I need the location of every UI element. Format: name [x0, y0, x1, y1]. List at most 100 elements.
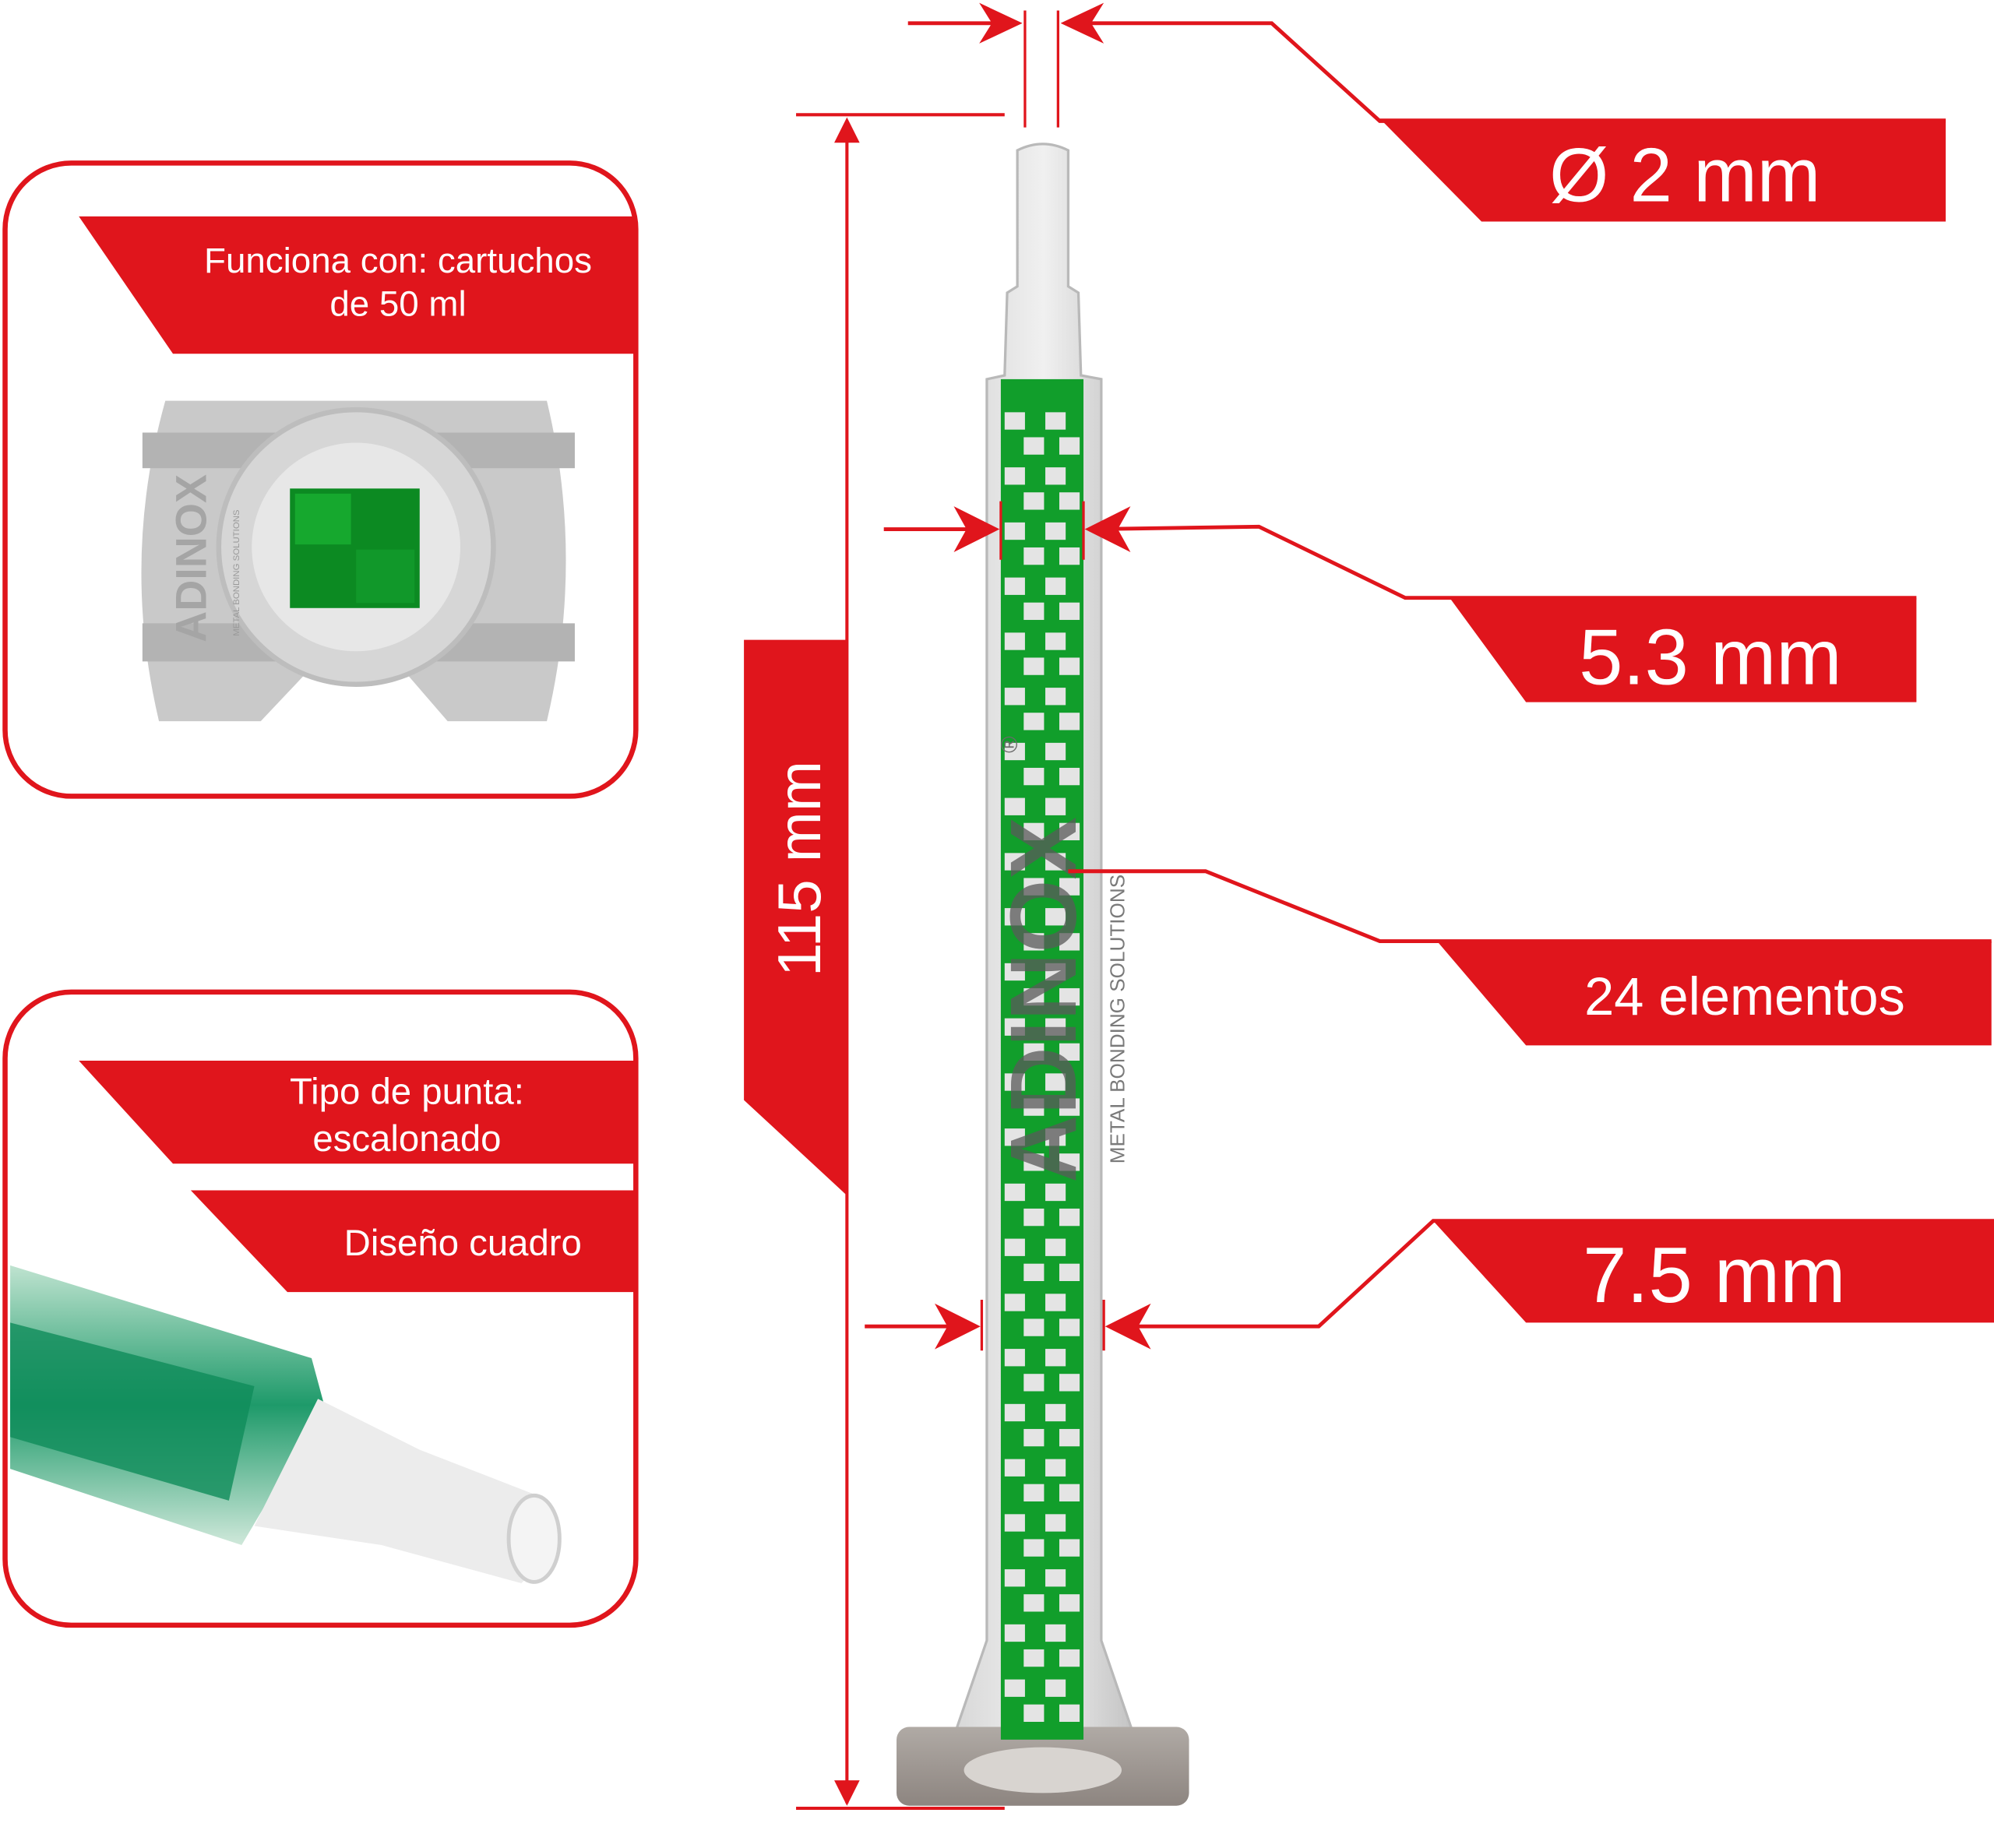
mixer-element-blade — [1045, 1403, 1066, 1422]
mixer-element-blade — [1045, 577, 1066, 595]
mixer-element-blade — [1059, 713, 1080, 730]
mixer-element-blade — [1023, 1318, 1045, 1336]
mixer-element-blade — [1023, 1208, 1045, 1227]
cartridge-label-line2: de 50 ml — [329, 283, 466, 323]
mixer-element-blade — [1004, 908, 1025, 926]
mixer-element-blade — [1023, 767, 1045, 786]
mixer-element-blade — [1059, 1374, 1080, 1392]
mixer-element-blade — [1059, 1098, 1080, 1116]
mixer-element-blade — [1045, 1624, 1066, 1642]
mixer-registered: ® — [997, 736, 1023, 753]
mixer-element-blade — [1045, 1679, 1066, 1697]
mixer-element-blade — [1059, 1318, 1080, 1336]
design-label: Diseño cuadro — [344, 1223, 582, 1264]
tip-diameter-label: Ø 2 mm — [1549, 132, 1820, 217]
mixer-element-blade — [1059, 602, 1080, 621]
mixer-element-blade — [1023, 1539, 1045, 1557]
elements-banner — [1436, 941, 1992, 1046]
tip-type-line2: escalonado — [312, 1118, 501, 1160]
tip-type-line1: Tipo de punta: — [290, 1072, 524, 1113]
mixer-element-blade — [1004, 1349, 1025, 1367]
mixer-element-blade — [1059, 657, 1080, 675]
mixer-element-blade — [1023, 822, 1045, 841]
mixer-element-blade — [1045, 1073, 1066, 1091]
length-label: 115 mm — [765, 761, 833, 977]
mixer-element-blade — [1023, 547, 1045, 565]
mixer-element-blade — [1045, 1349, 1066, 1367]
mixer-element-blade — [1059, 1649, 1080, 1667]
mixer-element-blade — [1059, 767, 1080, 786]
nozzle-tip-photo — [10, 1265, 562, 1584]
mixer-element-blade — [1045, 688, 1066, 706]
mixer-element-blade — [1023, 1649, 1045, 1667]
mixer-element-blade — [1023, 1098, 1045, 1116]
inner-width-callout: 5.3 mm — [883, 501, 1917, 702]
mixer-element-blade — [1059, 492, 1080, 510]
mixer-element-blade — [1059, 822, 1080, 841]
mixer-element-blade — [1045, 1238, 1066, 1256]
mixer-element-blade — [1045, 742, 1066, 761]
mixer-element-blade — [1045, 632, 1066, 650]
tip-panel: Tipo de punta: escalonado Diseño cuadro — [2, 989, 639, 1628]
inner-width-label: 5.3 mm — [1579, 614, 1841, 702]
mixer-element-blade — [1004, 412, 1025, 430]
mixer-element-blade — [1059, 1208, 1080, 1227]
mixer-element-blade — [1023, 713, 1045, 730]
outer-width-callout: 7.5 mm — [865, 1219, 1994, 1351]
mixer-element-blade — [1059, 1539, 1080, 1557]
mixer-element-blade — [1023, 1428, 1045, 1447]
mixer-elements — [1004, 412, 1080, 1722]
inner-width-banner — [1450, 597, 1917, 702]
mixer-element-blade — [1059, 1484, 1080, 1501]
mixer-element-blade — [1004, 1679, 1025, 1697]
elements-callout: 24 elementos — [1068, 869, 1992, 1046]
mixer-element-blade — [1045, 853, 1066, 871]
mixer-element-blade — [1023, 878, 1045, 896]
mixer-element-blade — [1023, 1484, 1045, 1501]
mixer-element-blade — [1004, 467, 1025, 485]
mixer-element-blade — [1004, 522, 1025, 540]
mixer-element-blade — [1004, 1514, 1025, 1532]
mixer-element-blade — [1059, 1043, 1080, 1061]
mixer-element-blade — [1004, 632, 1025, 650]
mixer-element-blade — [1004, 797, 1025, 815]
tip-diameter-banner — [1379, 118, 1946, 222]
mixer-element-blade — [1045, 1514, 1066, 1532]
inlet-logo: ADINOX — [167, 474, 215, 642]
outer-width-label: 7.5 mm — [1583, 1231, 1845, 1319]
mixer-element-blade — [1004, 853, 1025, 871]
mixer-element-blade — [1023, 492, 1045, 510]
mixer-element-blade — [1004, 1569, 1025, 1587]
mixer-element-blade — [1045, 1459, 1066, 1477]
mixer-element-blade — [1004, 1459, 1025, 1477]
mixer-element-blade — [1059, 1263, 1080, 1282]
mixer-element-blade — [1045, 963, 1066, 981]
cartridge-label-line1: Funciona con: cartuchos — [204, 241, 592, 280]
mixer-inlet-image: ADINOX METAL BONDING SOLUTIONS — [141, 400, 575, 722]
mixer-element-blade — [1004, 1018, 1025, 1036]
mixer-element-blade — [1004, 577, 1025, 595]
length-banner — [744, 639, 847, 1196]
length-dimension: 115 mm — [744, 113, 1005, 1811]
mixer-element-blade — [1023, 602, 1045, 621]
outer-width-banner — [1433, 1220, 1994, 1323]
mixer-element-blade — [1045, 1569, 1066, 1587]
mixer-element-blade — [1059, 987, 1080, 1006]
mixer-element-blade — [1045, 1183, 1066, 1202]
mixer-element-blade — [1045, 412, 1066, 430]
mixer-element-blade — [1045, 522, 1066, 540]
design-banner — [190, 1190, 636, 1293]
mixer-element-blade — [1045, 467, 1066, 485]
mixer-element-blade — [1045, 1128, 1066, 1146]
mixer-element-blade — [1059, 547, 1080, 565]
mixer-logo-sub: METAL BONDING SOLUTIONS — [1105, 875, 1129, 1163]
mixer-element-blade — [1023, 1594, 1045, 1612]
mixer-element-blade — [1004, 963, 1025, 981]
mixer-element-blade — [1023, 1153, 1045, 1171]
mixer-element-blade — [1059, 1153, 1080, 1171]
mixer-element-blade — [1059, 1428, 1080, 1447]
mixer-element-blade — [1023, 1704, 1045, 1722]
mixer-element-blade — [1004, 1238, 1025, 1256]
mixer-element-blade — [1023, 1043, 1045, 1061]
